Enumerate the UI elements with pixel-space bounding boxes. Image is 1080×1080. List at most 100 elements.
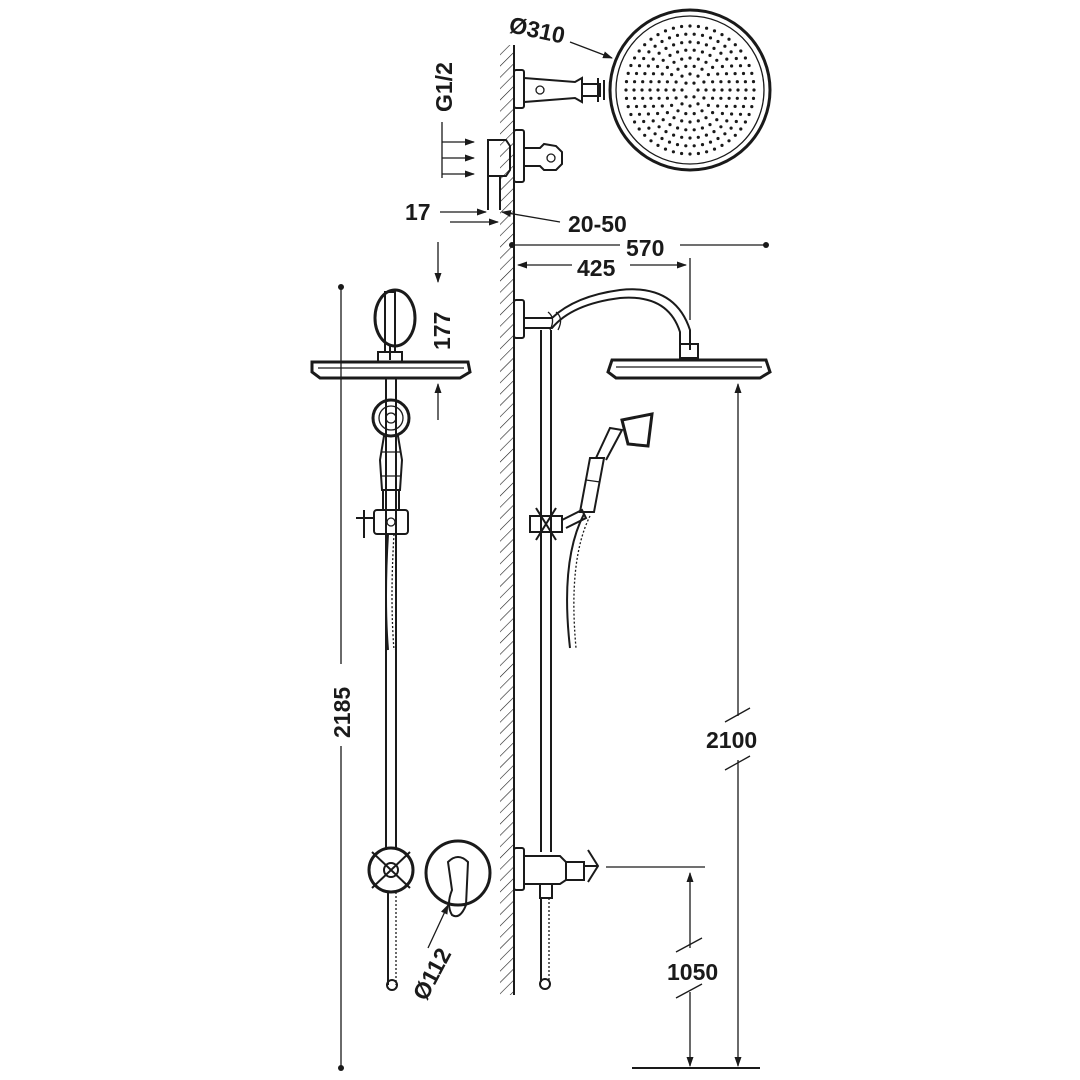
nozzle-dot xyxy=(725,119,729,123)
nozzle-dot xyxy=(712,88,716,92)
nozzle-dot xyxy=(672,133,676,137)
nozzle-dot xyxy=(642,119,646,124)
nozzle-dot xyxy=(642,56,646,61)
nozzle-dot xyxy=(634,71,639,76)
nozzle-dot xyxy=(692,95,696,99)
nozzle-dot xyxy=(626,71,630,75)
dim-total-height-label: 2185 xyxy=(329,687,355,738)
dim-wall-offset-label: 17 xyxy=(405,199,431,225)
nozzle-dot xyxy=(651,72,656,76)
nozzle-dot xyxy=(743,96,748,100)
nozzle-dot xyxy=(719,80,723,84)
nozzle-dot xyxy=(688,120,692,124)
nozzle-dot xyxy=(653,132,657,136)
nozzle-dot xyxy=(668,123,672,127)
nozzle-dot xyxy=(716,72,720,76)
nozzle-dot xyxy=(706,103,711,107)
mixer-section-detail xyxy=(487,129,563,210)
nozzle-dot xyxy=(716,39,720,44)
nozzle-dot xyxy=(716,104,720,108)
nozzle-dot xyxy=(719,96,723,100)
dim-head-height-label: 2100 xyxy=(706,727,757,753)
nozzle-dot xyxy=(684,128,688,132)
nozzle-dot xyxy=(663,147,668,151)
nozzle-dot xyxy=(649,37,653,41)
nozzle-dot xyxy=(733,104,737,108)
wall-section xyxy=(500,45,515,995)
nozzle-dot xyxy=(700,143,705,147)
dim-inlet-thread-label: G1/2 xyxy=(431,62,457,112)
nozzle-dot xyxy=(656,33,660,37)
nozzle-dot xyxy=(706,73,711,77)
nozzle-dot xyxy=(657,51,661,55)
nozzle-dot xyxy=(676,109,680,113)
dim-head-height: 2100 xyxy=(706,383,757,1067)
nozzle-dot xyxy=(660,104,664,108)
nozzle-dot xyxy=(692,81,696,85)
nozzle-dot xyxy=(680,74,684,78)
nozzle-dot xyxy=(696,74,700,78)
nozzle-dot xyxy=(684,64,688,68)
nozzle-dot xyxy=(671,26,676,30)
nozzle-dot xyxy=(633,56,637,60)
nozzle-dot xyxy=(651,119,655,123)
nozzle-dot xyxy=(696,119,700,123)
nozzle-dot xyxy=(715,58,719,62)
nozzle-dot xyxy=(643,72,647,76)
nozzle-dot xyxy=(711,65,715,69)
nozzle-dot xyxy=(643,133,647,137)
nozzle-dot xyxy=(729,126,733,130)
nozzle-dot xyxy=(667,36,672,40)
nozzle-dot xyxy=(696,88,700,92)
nozzle-dot xyxy=(665,96,670,100)
nozzle-dot xyxy=(750,71,754,75)
nozzle-dot xyxy=(651,57,655,61)
nozzle-dot xyxy=(720,88,724,92)
nozzle-dot xyxy=(643,43,647,47)
nozzle-dot xyxy=(633,80,637,84)
dim-head-diameter: Ø310 xyxy=(507,11,613,59)
nozzle-dot xyxy=(676,126,680,130)
nozzle-dot xyxy=(741,71,746,76)
nozzle-dot xyxy=(661,58,665,62)
nozzle-dot xyxy=(670,103,674,107)
nozzle-dot xyxy=(700,50,705,54)
dim-total-projection: 570 xyxy=(509,235,769,261)
nozzle-dot xyxy=(734,56,738,61)
nozzle-dot xyxy=(720,143,724,147)
nozzle-dot xyxy=(708,140,713,144)
nozzle-dot xyxy=(743,80,748,84)
nozzle-dot xyxy=(649,139,653,143)
nozzle-dot xyxy=(696,41,700,45)
nozzle-dot xyxy=(665,65,670,69)
nozzle-dot xyxy=(672,116,676,120)
nozzle-dot xyxy=(752,88,756,92)
dim-total-height: 2185 xyxy=(329,284,355,1071)
nozzle-dot xyxy=(736,88,740,92)
nozzle-dot xyxy=(670,73,674,77)
nozzle-dot xyxy=(696,151,701,156)
nozzle-dot xyxy=(735,96,739,100)
nozzle-dot xyxy=(680,24,684,29)
dim-plate-diameter-label: Ø112 xyxy=(407,944,456,1005)
nozzle-dot xyxy=(641,96,645,100)
nozzle-dot xyxy=(696,135,700,139)
nozzle-dot xyxy=(711,80,715,84)
nozzle-dot xyxy=(680,119,684,123)
nozzle-dot xyxy=(633,120,637,124)
nozzle-dot xyxy=(723,132,727,136)
nozzle-dot xyxy=(656,88,660,92)
nozzle-dot xyxy=(744,88,748,92)
nozzle-dot xyxy=(680,57,684,61)
nozzle-dot xyxy=(688,24,692,28)
nozzle-dot xyxy=(751,96,756,100)
nozzle-dot xyxy=(751,80,756,84)
nozzle-dot xyxy=(738,64,743,68)
nozzle-dot xyxy=(668,53,672,58)
front-view xyxy=(310,288,492,991)
nozzle-dot xyxy=(705,150,709,154)
nozzle-dot xyxy=(739,49,743,53)
nozzle-dot xyxy=(702,80,706,84)
dim-recess-depth: 20-50 xyxy=(501,210,627,237)
